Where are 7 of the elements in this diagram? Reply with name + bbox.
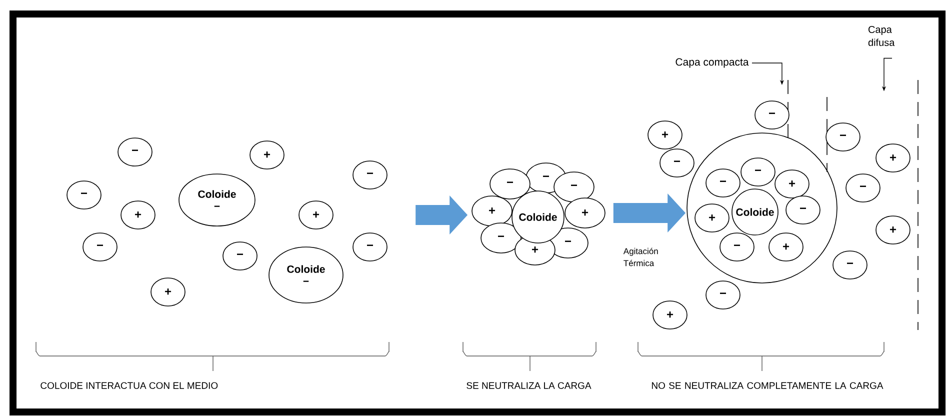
layer-label: Capa difusa: [868, 26, 895, 46]
layer-label: Capa compacta: [676, 58, 749, 68]
stage-caption: NO SE NEUTRALIZA COMPLETAMENTE LA CARGA: [652, 382, 884, 389]
stage-caption: SE NEUTRALIZA LA CARGA: [466, 382, 592, 389]
layer-circle: [686, 132, 838, 284]
edge-label: Agitación Térmica: [623, 248, 658, 266]
stage-caption: COLOIDE INTERACTUA CON EL MEDIO: [40, 382, 218, 389]
